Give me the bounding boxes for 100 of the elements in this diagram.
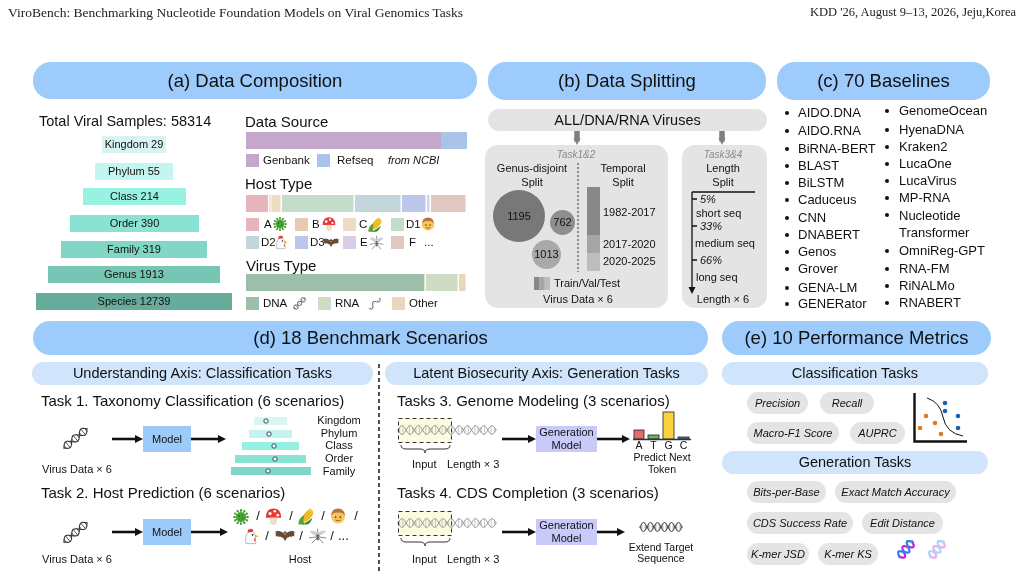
metric-tag: Macro-F1 Score <box>747 422 839 444</box>
taxonomy-level-bar: Genus 1913 <box>48 266 220 283</box>
rank-label: Family <box>322 464 356 478</box>
metric-tag: Exact Match Accuracy <box>835 481 956 503</box>
taxonomy-level-bar: Kingdom 29 <box>102 136 166 153</box>
separator: / <box>289 508 293 524</box>
baseline-name: GENA-LM <box>798 280 858 296</box>
prediction-label: Predict Next Token <box>633 451 691 475</box>
task-label: Task3&4 <box>703 147 743 161</box>
split-panel <box>682 145 767 308</box>
baseline-name: RiNALMo <box>899 278 955 294</box>
baseline-name: Genos <box>798 244 837 260</box>
split-circle: 1195 <box>493 190 545 242</box>
split-heading: Length Split <box>705 161 741 189</box>
legend-label: F <box>409 235 417 249</box>
legend-label: D2 <box>261 235 276 249</box>
separator: / <box>256 508 260 524</box>
baseline-name: GENERator <box>798 296 867 312</box>
arrow <box>502 527 536 537</box>
task-title: Task 2. Host Prediction (6 scenarios) <box>41 482 286 502</box>
metric-tag: Edit Distance <box>862 512 943 534</box>
metric-tag: Recall <box>820 392 874 414</box>
metric-tag: K-mer JSD <box>747 543 809 565</box>
baseline-name: Nucleotide Transformer <box>899 207 971 241</box>
legend-label: Other <box>409 296 438 310</box>
length-bin-label: short seq <box>696 206 742 220</box>
baseline-name: RNA-FM <box>899 261 950 277</box>
baseline-name: CNN <box>798 210 827 226</box>
legend-label: E <box>360 235 368 249</box>
arrow <box>597 434 630 444</box>
arrow <box>597 527 625 537</box>
arrow <box>573 131 581 145</box>
metric-tag: K-mer KS <box>818 543 878 565</box>
separator: / <box>354 508 358 524</box>
arrow <box>718 131 726 145</box>
section-header: (c) 70 Baselines <box>777 62 990 100</box>
baseline-name: AIDO.RNA <box>798 123 861 139</box>
taxonomy-level-bar: Order 390 <box>70 215 199 232</box>
subsection-header: Latent Biosecurity Axis: Generation Tasks <box>385 362 708 385</box>
taxonomy-level-bar: Family 319 <box>61 241 207 258</box>
ellipsis: ... <box>424 235 434 249</box>
baseline-name: Caduceus <box>798 192 857 208</box>
legend-label: D1 <box>406 217 421 231</box>
panel-heading: Data Source <box>245 111 329 131</box>
task-title: Tasks 3. Genome Modeling (3 scenarios) <box>397 390 670 410</box>
baseline-name: BiRNA-BERT <box>798 141 876 157</box>
year-label: 2017-2020 <box>603 237 656 251</box>
model-box: Model <box>143 519 191 545</box>
legend-label: C <box>359 217 368 231</box>
baseline-name: Grover <box>798 261 838 277</box>
rank-label: Phylum <box>320 426 358 440</box>
source-note: from NCBI <box>388 153 440 167</box>
percent-label: 5% <box>700 192 716 206</box>
panel-heading: Total Viral Samples: 58314 <box>39 112 212 130</box>
running-header: KDD '26, August 9–13, 2026, Jeju,Korea <box>809 4 1016 20</box>
task-title: Tasks 4. CDS Completion (3 scenarios) <box>397 482 659 502</box>
metric-tag: AUPRC <box>850 422 905 444</box>
sample-count-label: Virus Data × 6 <box>42 552 112 566</box>
baseline-name: MP-RNA <box>899 190 951 206</box>
taxonomy-level-bar: Phylum 55 <box>95 163 173 180</box>
baseline-name: OmniReg-GPT <box>899 243 985 259</box>
section-header: (a) Data Composition <box>33 62 477 99</box>
section-header: (e) 10 Performance Metrics <box>722 321 991 355</box>
subsection-header: Classification Tasks <box>722 362 988 385</box>
ellipsis: ... <box>338 528 349 544</box>
subsection-header: Generation Tasks <box>722 451 988 474</box>
baseline-name: GenomeOcean <box>899 103 988 119</box>
running-header: ViroBench: Benchmarking Nucleotide Foundation Models on Viral Genomics Tasks <box>8 3 464 21</box>
split-panel <box>485 145 668 308</box>
legend-label: D3 <box>310 235 325 249</box>
baseline-name: Kraken2 <box>899 139 948 155</box>
metric-tag: Precision <box>747 392 808 414</box>
separator: / <box>265 528 269 544</box>
base-label: T <box>650 439 657 451</box>
category-banner: ALL/DNA/RNA Viruses <box>488 109 767 131</box>
input-label: Input <box>412 457 437 471</box>
legend-label: B <box>312 217 320 231</box>
taxonomy-level-bar: Species 12739 <box>36 293 232 310</box>
task-title: Task 1. Taxonomy Classification (6 scenarios) <box>41 390 345 410</box>
rank-label: Kingdom <box>317 413 361 427</box>
taxonomy-level-bar: Class 214 <box>83 188 186 205</box>
separator: / <box>330 528 334 544</box>
panel-heading: Host Type <box>245 173 313 193</box>
rank-label: Class <box>325 439 353 452</box>
split-heading: Genus-disjoint Split <box>495 161 569 189</box>
split-circle: 762 <box>550 210 575 235</box>
legend-label: RNA <box>335 296 360 310</box>
metric-tag: Bits-per-Base <box>747 481 826 503</box>
year-label: 2020-2025 <box>603 254 656 268</box>
generation-model-box: Generation Model <box>536 426 597 452</box>
legend-label: Genbank <box>263 153 310 167</box>
section-header: (d) 18 Benchmark Scenarios <box>33 321 708 355</box>
sample-count-label: Virus Data × 6 <box>543 292 613 306</box>
baseline-name: RNABERT <box>899 295 961 311</box>
split-circle: 1013 <box>532 240 561 269</box>
sample-count-label: Virus Data × 6 <box>42 462 112 476</box>
arrow <box>191 434 226 444</box>
base-label: A <box>635 439 643 451</box>
legend-label: A <box>264 217 272 231</box>
base-label: G <box>664 439 673 451</box>
